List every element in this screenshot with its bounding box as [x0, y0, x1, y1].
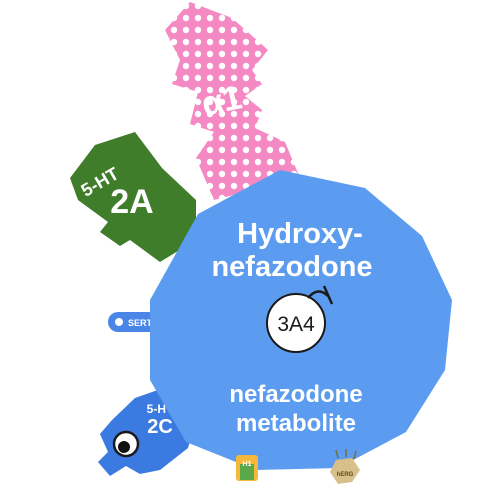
- subtitle-line-1: nefazodone: [229, 381, 362, 408]
- title-line-2: nefazodone: [211, 251, 372, 283]
- alpha1-receptor: α1: [165, 2, 300, 200]
- h1-label: H1: [243, 461, 252, 468]
- cyp3a4-enzyme: 3A4: [266, 285, 334, 353]
- enzyme-label: 3A4: [277, 313, 315, 336]
- sert-label: SERT: [128, 318, 153, 328]
- h1-receptor: H1: [236, 455, 258, 481]
- herg-channel: hERG: [330, 449, 360, 484]
- subtitle-line-2: metabolite: [236, 410, 356, 437]
- inhibition-arc-icon: [307, 290, 329, 299]
- ht2a-big-label: 2A: [110, 183, 153, 221]
- alpha1-label: α1: [198, 78, 245, 123]
- herg-label: hERG: [337, 472, 354, 478]
- inhibition-bar-icon: [322, 285, 334, 305]
- ht2a-receptor: 5-HT 2A: [70, 132, 196, 262]
- ht2c-big-label: 2C: [147, 416, 173, 438]
- title-line-1: Hydroxy-: [237, 218, 363, 250]
